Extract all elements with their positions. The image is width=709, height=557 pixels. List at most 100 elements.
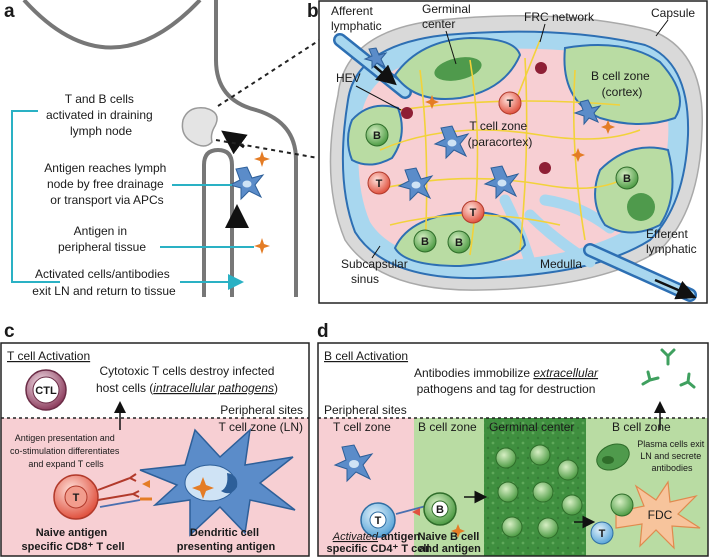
gc-b-cells (495, 444, 583, 539)
panel-letter-a: a (4, 1, 15, 22)
label-zone-t-d: T cell zone (333, 420, 391, 434)
gc-b-cell (561, 494, 583, 516)
germinal-center-right (627, 193, 655, 221)
label-hev: HEV (336, 71, 361, 85)
label-zone-b2-d: B cell zone (612, 420, 671, 434)
b-cell-b2: B (413, 229, 437, 253)
b-cell-d-fdc (610, 493, 634, 517)
dendritic-cell-a (228, 166, 265, 201)
pointer-germinal (445, 30, 457, 65)
body-outline-side (214, 0, 298, 297)
dendritic-cell-b4 (483, 165, 520, 200)
hev-2 (535, 62, 547, 74)
dendritic-cell-b5 (573, 99, 602, 126)
svg-text:B: B (373, 130, 381, 142)
antigen-star-b3 (601, 120, 615, 134)
label-dc: Dendritic cell presenting antigen (177, 527, 276, 553)
t-cell-d-fdc: T (590, 521, 614, 545)
panel-a: T and B cells activated in draining lymp… (11, 0, 298, 298)
label-antigen-tissue: Antigen in peripheral tissue (58, 224, 146, 254)
label-subcapsular: Subcapsular sinus (341, 257, 411, 286)
teal-bracket (11, 110, 60, 283)
lymph-node-small (181, 107, 218, 147)
t-cell-b3: T (461, 200, 485, 224)
synapse-d-red (412, 508, 420, 516)
label-zone-gc-d: Germinal center (489, 420, 574, 434)
svg-text:B: B (436, 504, 444, 516)
limb-outline (202, 147, 234, 297)
label-t-zone: T cell zone (paracortex) (468, 119, 533, 149)
panel-d: B cell Activation Antibodies immobilize … (317, 342, 709, 557)
dendritic-cell-b1 (363, 47, 388, 70)
antigen-star-b1 (425, 95, 439, 109)
body-outline (22, 0, 202, 50)
panel-letter-c: c (4, 321, 15, 342)
naive-cd8-t-cell: T (53, 474, 99, 520)
text-presentation: Antigen presentation and co-stimulation … (10, 433, 122, 469)
label-b-zone: B cell zone (cortex) (591, 69, 653, 99)
panel-d-top-bg (318, 343, 708, 418)
text-antibodies-1: Antibodies immobilize extracellular (414, 366, 599, 380)
panel-c: T cell Activation CTL Cytotoxic T cells … (0, 342, 310, 557)
text-ctl-host: host cells (intracellular pathogens) (96, 381, 278, 395)
antigen-star-d (451, 524, 465, 538)
svg-text:B: B (623, 173, 631, 185)
mhc-presentation (140, 480, 152, 501)
hev-vessels (401, 62, 551, 174)
zoom-line-bottom (215, 139, 319, 159)
gc-b-cell (495, 447, 517, 469)
label-antigen-reaches: Antigen reaches lymph node by free drain… (44, 161, 169, 207)
synapse-d (395, 505, 427, 515)
svg-text:T: T (375, 515, 382, 527)
pointer-frc (539, 23, 546, 43)
panel-c-frame (0, 342, 310, 557)
svg-text:T: T (599, 528, 606, 540)
svg-text:T: T (376, 178, 383, 190)
panel-d-bzone-bg (414, 418, 484, 556)
gc-b-cell (501, 516, 523, 538)
svg-text:T: T (470, 207, 477, 219)
text-ctl-destroy: Cytotoxic T cells destroy infected (100, 364, 275, 378)
ctl-cell: CTL (25, 369, 67, 411)
panel-d-frame (317, 342, 709, 557)
hev-3 (539, 162, 551, 174)
svg-text:B: B (421, 236, 429, 248)
dendritic-cell-c (139, 428, 296, 537)
text-plasma: Plasma cells exit LN and secrete antibod… (637, 439, 707, 473)
panel-b: T T T B B B B Afferent lymphat (318, 0, 708, 304)
antigen-star-b4 (571, 148, 585, 162)
t-cell-b2: T (367, 171, 391, 195)
label-peripheral-c: Peripheral sites (220, 403, 303, 417)
label-germinal: Germinal center (422, 2, 474, 31)
gc-b-cell (497, 481, 519, 503)
dendritic-cell-b2 (433, 125, 470, 160)
panel-letter-d: d (317, 321, 329, 342)
svg-text:B: B (455, 237, 463, 249)
hev-1 (401, 107, 413, 119)
svg-text:T: T (73, 492, 80, 504)
svg-text:CTL: CTL (35, 385, 57, 397)
pointer-capsule (655, 19, 669, 37)
activated-cd4-t-cell: T (360, 502, 396, 538)
gc-b-cell (537, 517, 559, 539)
title-b-cell-activation: B cell Activation (324, 349, 408, 363)
zoom-line-top (217, 29, 336, 107)
pointer-subcapsular (371, 245, 381, 259)
label-naive-b: Naive B cell and antigen (418, 531, 483, 555)
label-naive-cd8: Naive antigen specific CD8⁺ T cell (21, 527, 124, 553)
label-zone-b-d: B cell zone (418, 420, 477, 434)
efferent-arrow (654, 278, 697, 300)
tcr-synapse-c (97, 473, 140, 501)
naive-b-cell-d: B (423, 492, 457, 526)
b-cell-b1: B (365, 123, 389, 147)
label-fdc: FDC (648, 508, 673, 522)
title-t-cell-activation: T cell Activation (7, 349, 90, 363)
b-cell-b4: B (615, 166, 639, 190)
synapse-blue-line (99, 499, 141, 508)
label-efferent: Efferent lymphatic (646, 227, 697, 256)
antigen-star-a1 (254, 151, 270, 167)
afferent-arrow (371, 63, 397, 86)
gc-b-cell (532, 481, 554, 503)
label-exit: Activated cells/antibodies exit LN and r… (32, 267, 176, 298)
